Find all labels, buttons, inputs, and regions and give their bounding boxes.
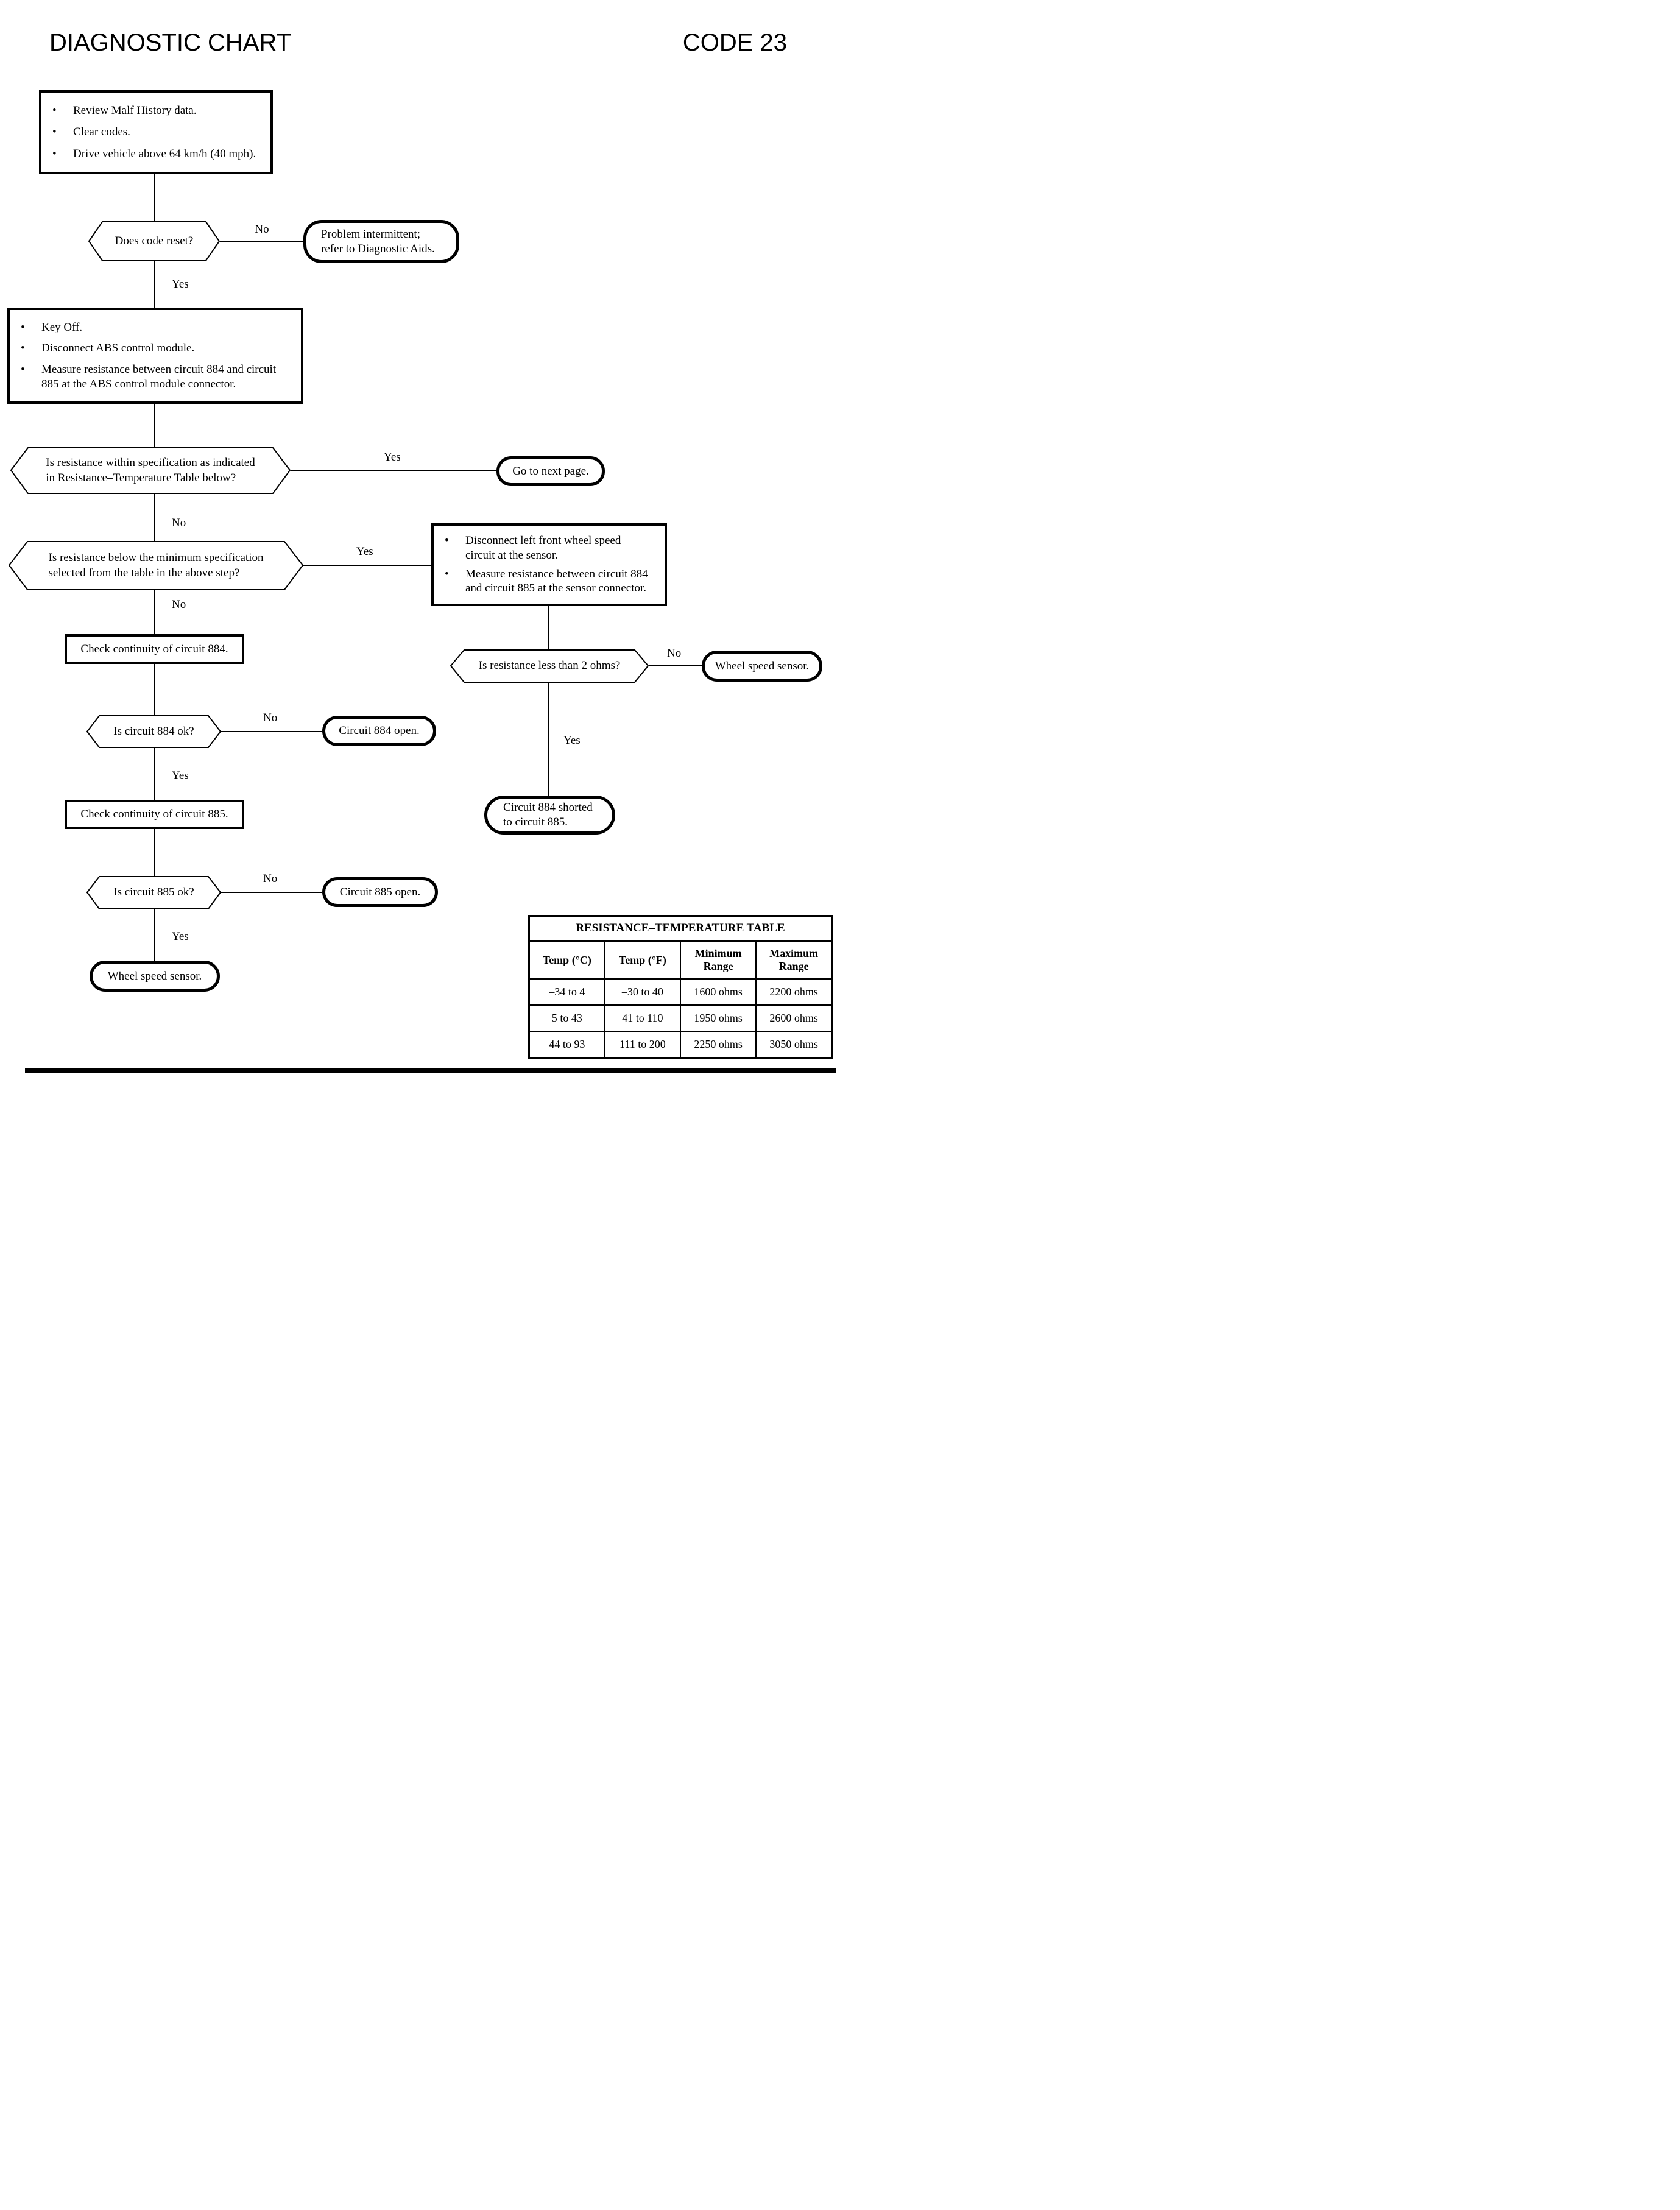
- connector-start-to-q1: [154, 174, 155, 222]
- bullet-icon: •: [21, 342, 25, 355]
- connector-q1-no: [220, 241, 303, 242]
- terminal-wheel-speed-sensor: Wheel speed sensor.: [702, 651, 822, 682]
- edge-label-no: No: [172, 517, 186, 529]
- edge-label-yes: Yes: [563, 734, 581, 747]
- list-item: • Drive vehicle above 64 km/h (40 mph).: [52, 147, 256, 160]
- table-row: –34 to 4 –30 to 40 1600 ohms 2200 ohms: [528, 978, 833, 1006]
- decision-less-than-2-ohms: Is resistance less than 2 ohms?: [450, 649, 649, 683]
- connector-check885-to-q885: [154, 829, 155, 877]
- terminal-problem-intermittent: Problem intermittent; refer to Diagnosti…: [303, 220, 459, 263]
- connector-q3-no: [154, 590, 155, 635]
- list-item: • Measure resistance between circuit 884…: [21, 362, 277, 390]
- hexagon-shape: [9, 541, 303, 590]
- table-header-min-range: Minimum Range: [679, 940, 757, 980]
- bullet-icon: •: [52, 104, 57, 117]
- edge-label-no: No: [667, 647, 682, 660]
- decision-circuit-885-ok: Is circuit 885 ok?: [86, 876, 221, 909]
- table-header-temp-c: Temp (°C): [528, 940, 605, 980]
- connector-keyoff-to-q2: [154, 404, 155, 448]
- table-cell: 2600 ohms: [755, 1004, 833, 1032]
- connector-q885-no: [221, 892, 322, 893]
- table-cell: 1950 ohms: [679, 1004, 757, 1032]
- connector-q4-no: [649, 665, 702, 666]
- table-cell: –34 to 4: [528, 978, 605, 1006]
- process-box-check-circuit-885: Check continuity of circuit 885.: [65, 800, 244, 829]
- page-title: DIAGNOSTIC CHART: [49, 29, 292, 56]
- edge-label-yes: Yes: [172, 278, 189, 291]
- diagnostic-chart-page: DIAGNOSTIC CHART CODE 23 No Yes Yes No Y…: [0, 0, 840, 1105]
- connector-sensorbox-to-q4: [548, 606, 549, 650]
- table-cell: 111 to 200: [604, 1031, 682, 1059]
- decision-does-code-reset: Does code reset?: [88, 221, 220, 261]
- edge-label-yes: Yes: [356, 545, 373, 558]
- bullet-icon: •: [21, 362, 25, 376]
- connector-q2-no: [154, 494, 155, 542]
- table-cell: 2250 ohms: [679, 1031, 757, 1059]
- hexagon-shape: [86, 715, 221, 748]
- decision-resistance-below-minimum: Is resistance below the minimum specific…: [9, 541, 303, 590]
- page-code: CODE 23: [682, 29, 787, 56]
- table-header-row: Temp (°C) Temp (°F) Minimum Range Maximu…: [528, 940, 833, 980]
- hexagon-shape: [10, 447, 291, 494]
- list-item: • Disconnect left front wheel speed circ…: [445, 534, 621, 562]
- connector-q4-yes: [548, 683, 549, 796]
- terminal-go-to-next-page: Go to next page.: [496, 456, 605, 486]
- list-item: • Review Malf History data.: [52, 104, 197, 117]
- decision-circuit-884-ok: Is circuit 884 ok?: [86, 715, 221, 748]
- connector-q884-yes: [154, 748, 155, 800]
- connector-q885-yes: [154, 909, 155, 961]
- bullet-icon: •: [445, 567, 449, 581]
- list-item: • Disconnect ABS control module.: [21, 342, 195, 355]
- connector-q2-yes: [291, 470, 496, 471]
- hexagon-shape: [450, 649, 649, 683]
- table-header-temp-f: Temp (°F): [604, 940, 682, 980]
- table-cell: 2200 ohms: [755, 978, 833, 1006]
- edge-label-no: No: [263, 711, 278, 724]
- connector-check884-to-q884: [154, 664, 155, 716]
- terminal-wheel-speed-sensor: Wheel speed sensor.: [90, 961, 220, 992]
- connector-q884-no: [221, 731, 322, 732]
- table-cell: 41 to 110: [604, 1004, 682, 1032]
- list-item: • Measure resistance between circuit 884…: [445, 567, 648, 595]
- bullet-icon: •: [52, 125, 57, 139]
- table-row: 44 to 93 111 to 200 2250 ohms 3050 ohms: [528, 1031, 833, 1059]
- process-box-initial-checks: • Review Malf History data. • Clear code…: [39, 90, 273, 174]
- bullet-icon: •: [445, 534, 449, 547]
- resistance-temperature-table: RESISTANCE–TEMPERATURE TABLE Temp (°C) T…: [528, 915, 833, 1059]
- hexagon-shape: [86, 876, 221, 909]
- table-title: RESISTANCE–TEMPERATURE TABLE: [528, 915, 833, 942]
- connector-q1-yes: [154, 261, 155, 308]
- connector-q3-yes: [303, 565, 431, 566]
- hexagon-shape: [88, 221, 220, 261]
- bullet-icon: •: [52, 147, 57, 160]
- terminal-circuit-884-open: Circuit 884 open.: [322, 716, 436, 746]
- table-cell: 44 to 93: [528, 1031, 605, 1059]
- edge-label-yes: Yes: [384, 451, 401, 464]
- edge-label-yes: Yes: [172, 930, 189, 943]
- list-item: • Key Off.: [21, 320, 83, 334]
- edge-label-no: No: [172, 598, 186, 611]
- bullet-icon: •: [21, 320, 25, 334]
- table-cell: –30 to 40: [604, 978, 682, 1006]
- process-box-sensor-measure: • Disconnect left front wheel speed circ…: [431, 523, 667, 606]
- process-box-check-circuit-884: Check continuity of circuit 884.: [65, 634, 244, 664]
- table-row: 5 to 43 41 to 110 1950 ohms 2600 ohms: [528, 1004, 833, 1032]
- table-cell: 1600 ohms: [679, 978, 757, 1006]
- decision-resistance-within-spec: Is resistance within specification as in…: [10, 447, 291, 494]
- process-box-key-off: • Key Off. • Disconnect ABS control modu…: [7, 308, 303, 404]
- table-cell: 5 to 43: [528, 1004, 605, 1032]
- edge-label-no: No: [263, 872, 278, 885]
- scan-artifact-bar: [25, 1068, 836, 1073]
- terminal-circuit-885-open: Circuit 885 open.: [322, 877, 438, 907]
- table-title-row: RESISTANCE–TEMPERATURE TABLE: [528, 915, 833, 942]
- list-item: • Clear codes.: [52, 125, 130, 139]
- terminal-circuit-884-shorted: Circuit 884 shorted to circuit 885.: [484, 796, 615, 835]
- table-header-max-range: Maximum Range: [755, 940, 833, 980]
- table-cell: 3050 ohms: [755, 1031, 833, 1059]
- edge-label-yes: Yes: [172, 769, 189, 782]
- edge-label-no: No: [255, 223, 269, 236]
